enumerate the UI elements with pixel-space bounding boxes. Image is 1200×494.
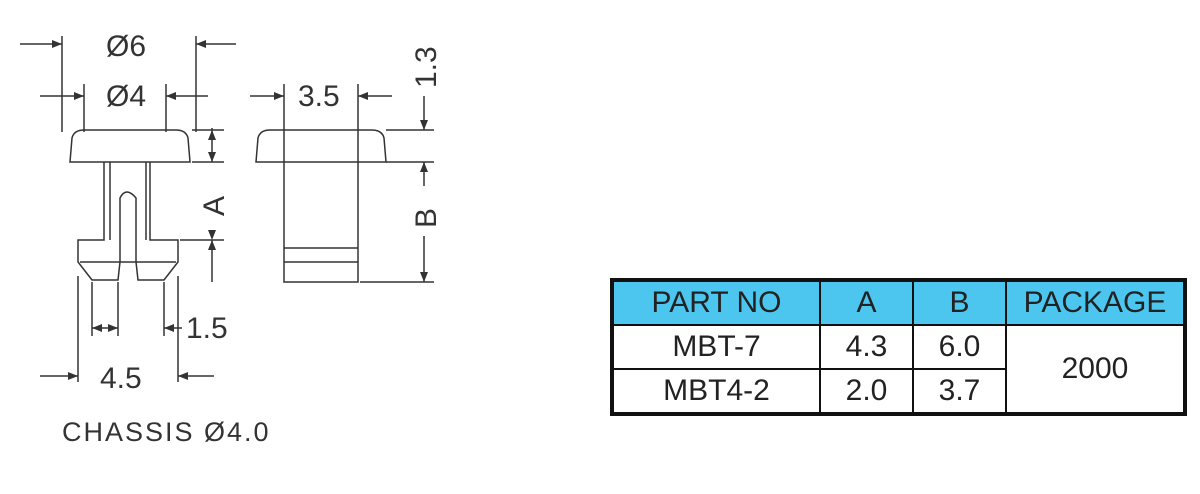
technical-drawing: Ø6 Ø4 3.5 1.3 A B 1.5 4.5 [20, 30, 443, 395]
table-row: MBT4-2 2.0 3.7 [611, 368, 1185, 415]
cell-part: MBT4-2 [611, 368, 821, 415]
dim-width-4-5: 4.5 [100, 362, 142, 395]
cell-a: 4.3 [819, 324, 914, 370]
dim-diameter-6: Ø6 [106, 30, 146, 63]
cell-part: MBT-7 [611, 324, 821, 370]
header-package: PACKAGE [1005, 279, 1186, 326]
header-part-no: PART NO [611, 279, 821, 326]
cell-b: 6.0 [912, 324, 1007, 370]
left-part-outline [69, 129, 191, 163]
part-spec-table: PART NO A B PACKAGE MBT-7 4.3 6.0 2000 M… [610, 278, 1187, 416]
dim-width-1-5: 1.5 [186, 312, 228, 345]
right-part-shank [283, 162, 359, 283]
header-b: B [912, 279, 1007, 326]
left-part-legs [77, 162, 179, 281]
cell-b: 3.7 [912, 368, 1007, 415]
cell-a: 2.0 [819, 368, 914, 415]
cell-package: 2000 [1005, 324, 1186, 415]
chassis-caption: CHASSIS Ø4.0 [62, 417, 271, 447]
table-header-row: PART NO A B PACKAGE [611, 279, 1186, 326]
right-part-head [255, 129, 387, 163]
header-a: A [819, 279, 914, 326]
dim-label-a: A [198, 196, 231, 216]
dim-diameter-4: Ø4 [106, 80, 146, 113]
table-row: MBT-7 4.3 6.0 2000 [611, 324, 1186, 415]
dim-label-b: B [410, 208, 443, 228]
dim-height-1-3: 1.3 [410, 46, 443, 88]
dim-width-3-5: 3.5 [298, 80, 340, 113]
